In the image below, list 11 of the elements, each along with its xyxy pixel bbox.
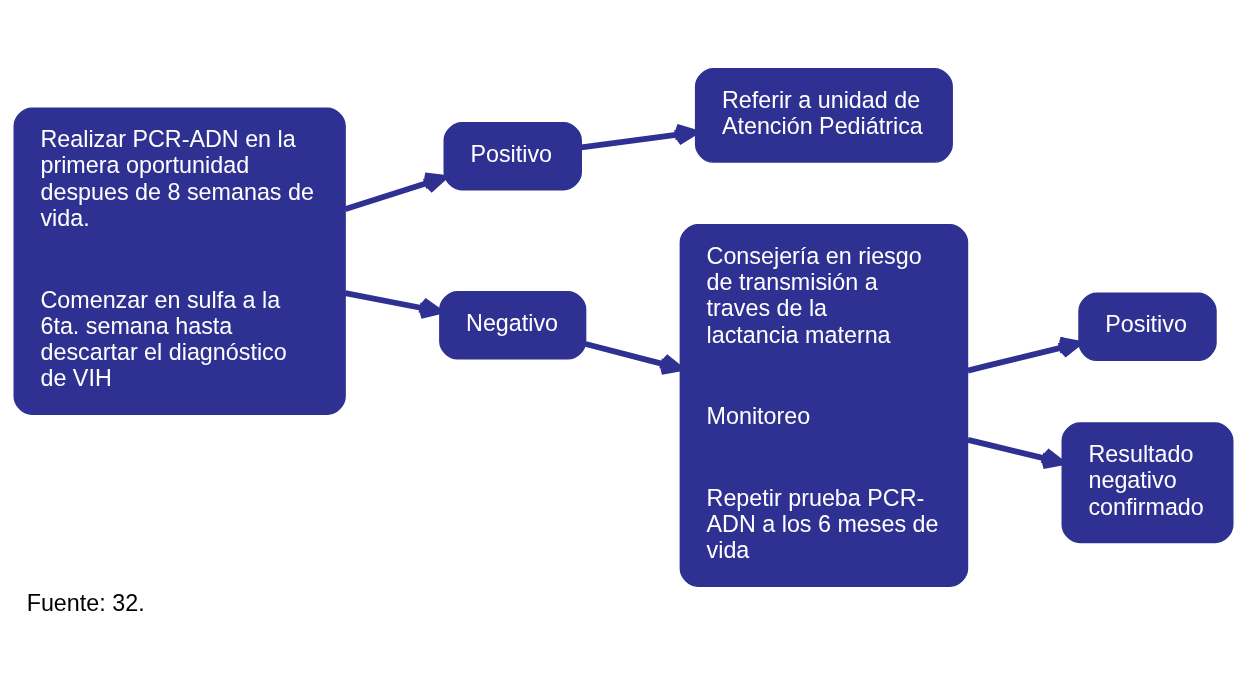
arrow <box>344 290 443 319</box>
arrow <box>967 437 1065 469</box>
node-box: Realizar PCR-ADN en la primera oportunidad despues de 8 semanas de vida. Comenzar en sulfa a la 6ta. semana hasta descartar el diagnóstico de VIH <box>13 107 346 415</box>
node-box: Positivo <box>443 122 582 191</box>
node-box: Resultado negativo confirmado <box>1061 422 1234 544</box>
node-box: Positivo <box>1078 292 1217 362</box>
arrow <box>967 336 1082 374</box>
node-box: Referir a unidad de Atención Pediátrica <box>694 68 953 163</box>
node-box: Negativo <box>439 291 587 360</box>
node-box: Consejería en riesgo de transmisión a traves de la lactancia materna Monitoreo Repetir prueba PCR-ADN a los 6 meses de vida <box>679 224 969 587</box>
caption: Fuente: 32. <box>26 589 145 616</box>
